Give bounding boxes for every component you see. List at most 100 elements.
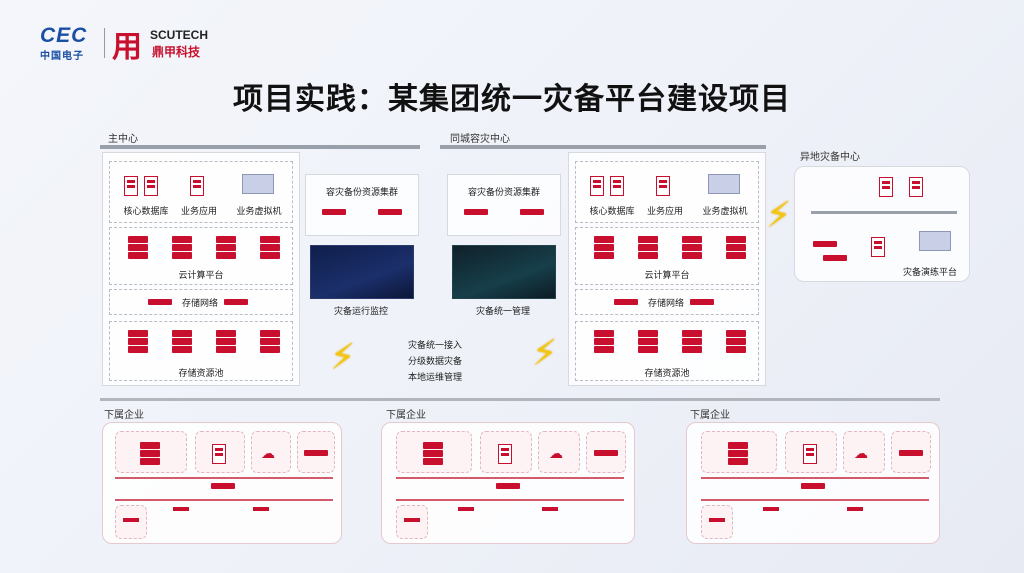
city-storage-net-tier: 存储网络 [575,289,759,315]
subsidiary-label: 下属企业 [104,410,144,421]
backup-server-icon [464,209,488,215]
storage-array-icon [128,330,148,337]
app-server-icon [656,176,670,196]
switch-icon [148,299,172,305]
server-rack-icon [638,236,658,243]
server-rack-icon [128,236,148,243]
server-icon [879,177,893,197]
database-group [785,431,837,473]
app-server-group [115,431,187,473]
biz-vm-label: 业务虚拟机 [236,207,282,217]
main-center-bar [100,145,420,149]
app-server-icon [190,176,204,196]
main-center-panel: 核心数据库 业务应用 业务虚拟机 云计算平台 存储网络 存储资源池 [102,152,300,386]
server-rack-icon [726,236,746,243]
cloud-group: ☁ [843,431,885,473]
feature-item: 本地运维管理 [407,373,462,383]
switch-icon [690,299,714,305]
server-rack-icon [728,442,748,449]
backup-cluster-left: 容灾备份资源集群 [305,174,419,236]
server-rack-icon [140,442,160,449]
network-bus [811,211,957,214]
backup-server-icon [378,209,402,215]
core-db-label: 核心数据库 [589,207,635,217]
network-line [115,477,333,479]
core-db-server-icon [610,176,624,196]
main-center-label: 主中心 [108,134,138,145]
storage-net-label: 存储网络 [647,299,684,309]
cloud-platform-label: 云计算平台 [178,271,224,281]
database-group [480,431,532,473]
storage-array-icon [216,330,236,337]
feature-item: 分级数据灾备 [407,357,462,367]
backup-server-icon [322,209,346,215]
network-line [115,499,333,501]
server-rack-icon [594,236,614,243]
app-server-group [701,431,777,473]
city-app-tier: 核心数据库 业务应用 业务虚拟机 [575,161,759,223]
storage-icon [253,507,269,511]
subsidiary-label: 下属企业 [690,410,730,421]
scutech-mark-icon: 用 [112,30,142,65]
storage-array-icon [638,330,658,337]
biz-vm-label: 业务虚拟机 [702,207,748,217]
server-rack-icon [682,236,702,243]
cloud-group: ☁ [251,431,291,473]
network-line [701,477,929,479]
vm-icon [708,174,740,194]
vm-icon [919,231,951,251]
server-rack-icon [216,236,236,243]
vm-icon [899,450,923,456]
city-storage-pool-tier: 存储资源池 [575,321,759,381]
monitor-right-label: 灾备统一管理 [475,307,530,317]
biz-app-label: 业务应用 [180,207,217,217]
backup-cluster-right-label: 容灾备份资源集群 [467,188,540,198]
logo-divider [104,28,105,58]
scutech-logo-subtitle: 鼎甲科技 [152,45,201,59]
storage-array-icon [594,330,614,337]
city-center-panel: 核心数据库 业务应用 业务虚拟机 云计算平台 存储网络 存储资源池 [568,152,766,386]
page-title: 项目实践：某集团统一灾备平台建设项目 [233,82,791,117]
cloud-platform-label: 云计算平台 [644,271,690,281]
database-icon [498,444,512,464]
storage-pool-label: 存储资源池 [644,369,690,379]
storage-array-icon [726,330,746,337]
database-group [195,431,245,473]
backup-cluster-right: 容灾备份资源集群 [447,174,561,236]
drill-platform-label: 灾备演练平台 [902,268,957,278]
server-rack-icon [260,236,280,243]
feature-item: 灾备统一接入 [407,341,462,351]
city-cloud-tier: 云计算平台 [575,227,759,285]
core-db-server-icon [590,176,604,196]
switch-icon [801,483,825,489]
city-center-bar [440,145,766,149]
cec-logo-subtitle: 中国电子 [40,51,84,62]
server-rack-icon [423,442,443,449]
core-db-server-icon [124,176,138,196]
main-storage-pool-tier: 存储资源池 [109,321,293,381]
cloud-icon: ☁ [549,446,563,462]
switch-icon [614,299,638,305]
storage-icon [709,518,725,522]
monitor-left-label: 灾备运行监控 [333,307,388,317]
server-rack-icon [172,236,192,243]
monitor-dashboard-screen [310,245,414,299]
switch-icon [211,483,235,489]
storage-icon [404,518,420,522]
subsidiary-separator [100,398,940,401]
backup-server-icon [520,209,544,215]
backup-system-icon [173,507,189,511]
scutech-logo: SCUTECH [150,28,209,42]
vm-group [586,431,626,473]
app-server-group [396,431,472,473]
network-line [396,499,624,501]
storage-group [701,505,733,539]
city-center-label: 同城容灾中心 [450,134,510,145]
database-icon [212,444,226,464]
subsidiary-panel: ☁ [381,422,635,544]
core-db-server-icon [144,176,158,196]
lightning-bolt-icon: ⚡ [532,333,558,374]
storage-array-icon [682,330,702,337]
switch-icon [496,483,520,489]
vm-icon [242,174,274,194]
